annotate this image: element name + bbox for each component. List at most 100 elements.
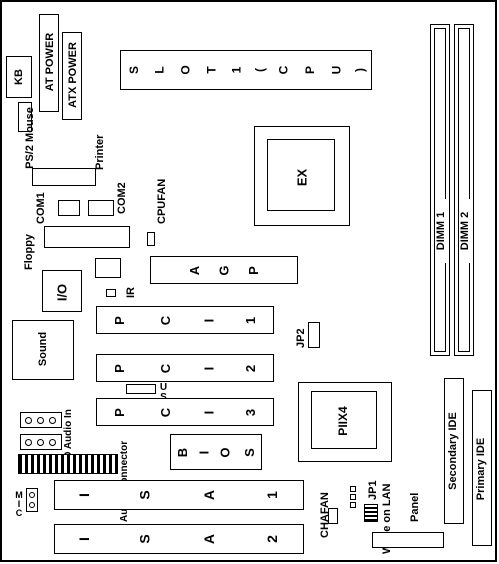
bios-chip: B I O S [170,434,262,470]
isa2-slot: I S A 2 [54,524,304,554]
ir-header [106,289,116,297]
pci3-text: P C I 3 [97,399,273,425]
chafan-label: CHAFAN [319,492,331,538]
slot1-char: P [302,65,317,75]
pin-dot [29,502,35,508]
agp-slot: A G P [150,256,298,284]
ps2-mouse-label: PS/2 Mouse [24,107,36,169]
pci2-char: I [201,366,217,370]
isa1-char: I [76,493,93,497]
pin-dot [37,417,44,424]
dimm2-slot: DIMM 2 [454,24,474,356]
pci3-char: C [158,407,174,417]
mic-label: MIC [14,490,24,517]
chafan-header [328,508,338,524]
panel-label: Panel [409,492,421,522]
jp1-label: JP1 [367,480,379,500]
com2-label: COM2 [116,182,128,214]
cpufan-header [147,232,155,246]
atx-power-connector: ATX POWER [62,32,82,120]
isa1-slot: I S A 1 [54,480,304,510]
slot1-char: U [328,65,343,75]
com1-label: COM1 [35,192,47,224]
slot1-text: S L O T 1 ( C P U ) [121,51,371,89]
floppy-connector [44,226,130,248]
ex-chipset-outer: EX [254,126,350,226]
jp1-pin [350,502,356,508]
panel-header [372,532,444,548]
slot1-char: ) [353,68,368,72]
agp-char: A [187,265,203,275]
io-label: I/O [54,283,70,302]
ir-label: IR [125,287,137,298]
pin-dot [29,492,35,498]
pin-dot [37,439,44,446]
ex-label: EX [294,168,310,187]
isa2-text: I S A 2 [55,525,303,553]
pci2-char: C [158,363,174,373]
printer-label: Printer [94,134,106,170]
pci2-char: 2 [243,364,259,372]
usb-label: USB [158,382,169,412]
isa1-text: I S A 1 [55,481,303,509]
usb-connector [126,384,156,394]
jp2-label: JP2 [295,328,307,348]
mic-connector [26,488,38,512]
cd-audio-connector-2 [20,434,62,450]
sound-label: Sound [37,331,49,367]
at-power-label: AT POWER [44,32,56,92]
dimm2-inner [458,28,470,352]
agp-char: P [246,265,262,275]
isa2-char: S [136,534,153,544]
secondary-ide-connector: Secondary IDE [444,378,464,524]
isa2-char: 2 [263,535,280,543]
ir-chip [95,258,121,278]
slot1-char: S [126,65,141,75]
keyboard-connector: KB [6,56,32,98]
pci1-char: 1 [243,316,259,324]
slot1-cpu: S L O T 1 ( C P U ) [120,50,372,90]
isa1-char: S [136,490,153,500]
pci1-char: P [112,315,128,325]
bios-char: S [241,447,257,457]
com2-port [88,200,114,216]
bios-char: O [217,446,233,458]
slot1-char: T [204,66,219,74]
secondary-ide-label: Secondary IDE [447,412,459,490]
isa2-char: A [200,533,217,545]
piix4-outer: PIIX4 [298,382,392,462]
primary-ide-connector: Primary IDE [472,390,492,546]
dimm1-slot: DIMM 1 [430,24,450,356]
dimm2-label: DIMM 2 [459,199,471,263]
cpufan-label: CPUFAN [156,178,168,224]
floppy-label: Floppy [23,233,35,270]
ps2-mouse-connector [18,102,32,132]
ex-chipset-inner: EX [267,139,335,211]
pci2-slot: P C I 2 [96,354,274,382]
slot1-char: 1 [229,66,244,74]
pci3-char: P [112,407,128,417]
isa2-char: I [76,537,93,541]
agp-text: A G P [151,257,297,283]
pci2-char: P [112,363,128,373]
cd-audio-connector-1 [20,412,62,428]
atx-power-label: ATX POWER [67,42,79,108]
sound-chip: Sound [12,320,74,380]
dimm1-inner [434,28,446,352]
piix4-label: PIIX4 [336,406,350,436]
slot1-char: ( [252,68,267,72]
primary-ide-label: Primary IDE [475,437,487,501]
jp1-pin [350,494,356,500]
jp2-jumper [308,322,320,348]
printer-port [32,168,96,186]
pin-dot [49,417,56,424]
pin-dot [25,417,32,424]
slot1-char: L [152,66,167,74]
pin-dot [25,439,32,446]
kb-label: KB [13,69,25,85]
isa1-char: 1 [263,491,280,499]
bios-char: I [196,450,212,454]
bios-char: B [175,447,191,457]
io-chip: I/O [42,270,82,312]
